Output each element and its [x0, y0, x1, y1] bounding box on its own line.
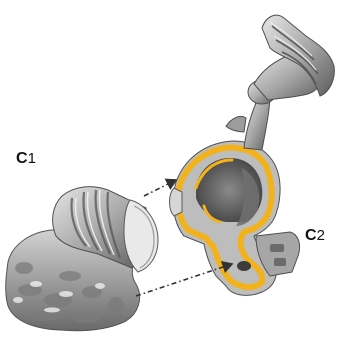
label-c2-letter: C — [305, 227, 317, 244]
part-c1 — [6, 187, 158, 331]
arm-lever — [226, 116, 246, 132]
c2-port — [237, 261, 251, 271]
label-c1: C1 — [16, 151, 36, 167]
c2-left-flange — [170, 188, 183, 216]
label-c1-letter: C — [16, 150, 28, 167]
label-c2-number: 2 — [317, 227, 325, 244]
part-c2 — [170, 141, 300, 295]
label-c2: C2 — [305, 228, 325, 244]
upper-arm-assembly — [226, 15, 334, 150]
label-c1-number: 1 — [28, 150, 36, 167]
